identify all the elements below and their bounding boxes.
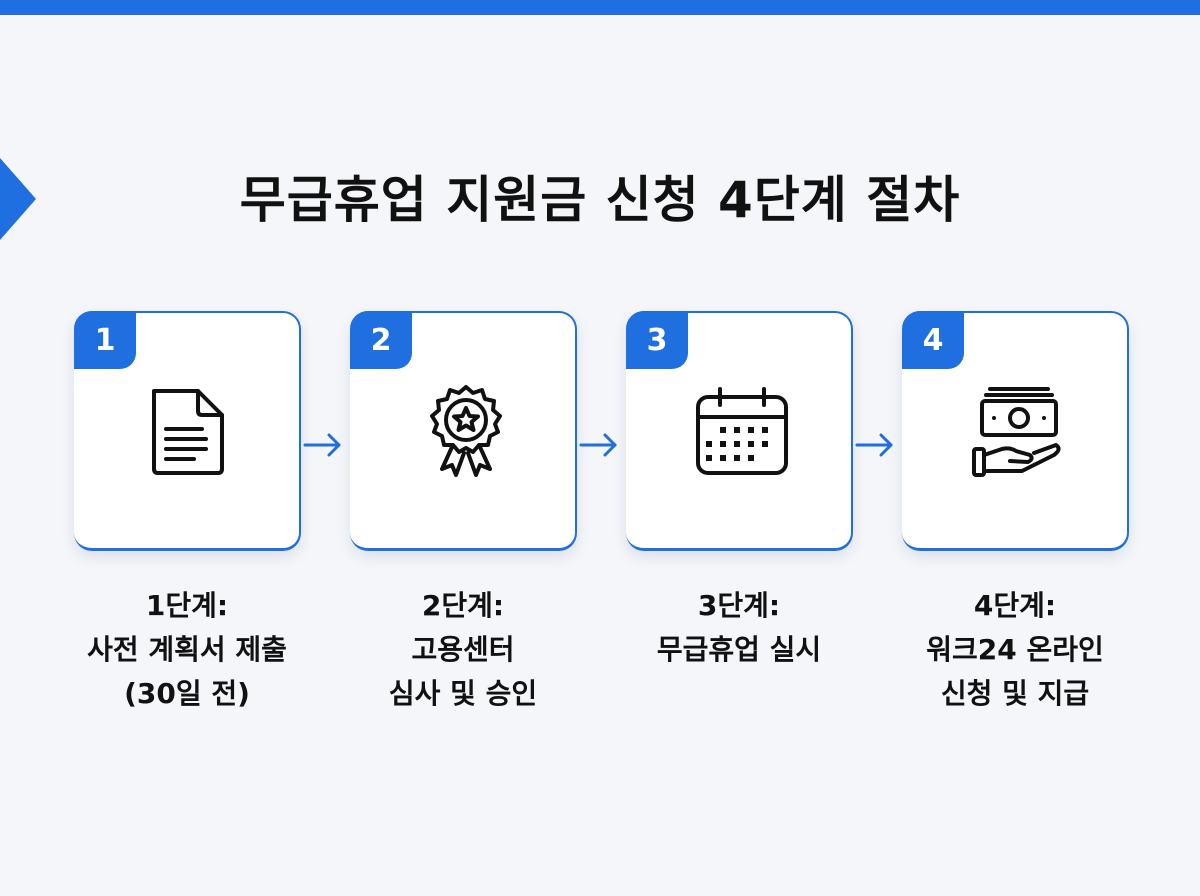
step-label-2: 2단계: 고용센터 심사 및 승인 [328, 584, 598, 716]
step-number-badge: 1 [74, 311, 136, 369]
step-description-line: 고용센터 [411, 633, 515, 666]
arrow-right-icon [855, 431, 895, 459]
step-description-line: (30일 전) [124, 677, 250, 710]
step-card-3: 3 [626, 311, 853, 551]
step-description-line: 무급휴업 실시 [656, 633, 822, 666]
document-icon [142, 383, 238, 479]
step-label-4: 4단계: 워크24 온라인 신청 및 지급 [880, 584, 1150, 716]
step-title: 3단계: [697, 589, 781, 622]
step-card-2: 2 [350, 311, 577, 551]
step-card-4: 4 [902, 311, 1129, 551]
step-description-line: 심사 및 승인 [388, 677, 538, 710]
step-title: 1단계: [145, 589, 229, 622]
money-hand-icon [970, 383, 1066, 479]
step-number-badge: 4 [902, 311, 964, 369]
arrow-right-icon [579, 431, 619, 459]
top-accent-bar [0, 0, 1200, 15]
step-number-badge: 2 [350, 311, 412, 369]
step-title: 2단계: [421, 589, 505, 622]
step-number-badge: 3 [626, 311, 688, 369]
chevron-right-icon [0, 158, 36, 240]
arrow-right-icon [303, 431, 343, 459]
award-badge-icon [418, 383, 514, 479]
step-card-1: 1 [74, 311, 301, 551]
step-description-line: 신청 및 지급 [940, 677, 1090, 710]
step-description-line: 워크24 온라인 [926, 633, 1104, 666]
page-title: 무급휴업 지원금 신청 4단계 절차 [239, 171, 961, 229]
step-label-1: 1단계: 사전 계획서 제출 (30일 전) [52, 584, 322, 716]
step-title: 4단계: [973, 589, 1057, 622]
step-label-3: 3단계: 무급휴업 실시 [604, 584, 874, 672]
calendar-icon [694, 383, 790, 479]
step-description-line: 사전 계획서 제출 [87, 633, 287, 666]
